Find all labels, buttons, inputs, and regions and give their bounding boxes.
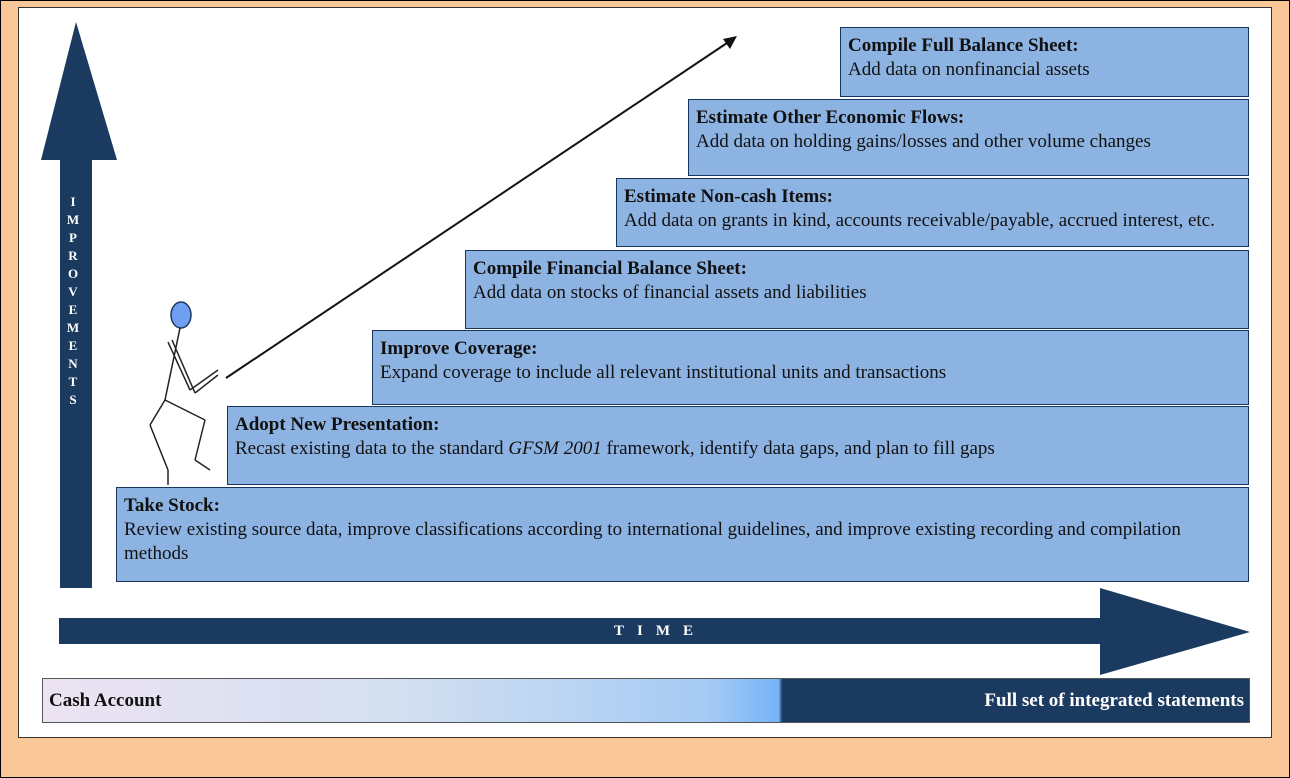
- step-estimate-other-economic-flows: Estimate Other Economic Flows: Add data …: [688, 99, 1249, 176]
- step-description: Add data on stocks of financial assets a…: [473, 282, 867, 303]
- step-compile-financial-balance-sheet: Compile Financial Balance Sheet: Add dat…: [465, 250, 1249, 329]
- stick-figure-icon: [149, 301, 219, 485]
- time-arrow: [59, 588, 1250, 675]
- time-label: TIME: [613, 623, 706, 639]
- cash-account-label: Cash Account: [49, 690, 162, 711]
- improvements-arrow: [41, 22, 117, 588]
- step-title: Adopt New Presentation:: [235, 414, 440, 435]
- step-description: Review existing source data, improve cla…: [124, 519, 1181, 564]
- trajectory-arrow-line: [225, 42, 728, 379]
- step-compile-full-balance-sheet: Compile Full Balance Sheet: Add data on …: [840, 27, 1249, 97]
- step-title: Compile Full Balance Sheet:: [848, 35, 1079, 56]
- trajectory-arrow-head: [723, 36, 737, 49]
- step-title: Improve Coverage:: [380, 338, 538, 359]
- step-improve-coverage: Improve Coverage: Expand coverage to inc…: [372, 330, 1249, 405]
- step-title: Take Stock:: [124, 495, 220, 516]
- step-title: Compile Financial Balance Sheet:: [473, 258, 747, 279]
- step-description: Recast existing data to the standard GFS…: [235, 438, 995, 459]
- step-description: Add data on holding gains/losses and oth…: [696, 131, 1151, 152]
- step-adopt-new-presentation: Adopt New Presentation: Recast existing …: [227, 406, 1249, 485]
- step-title: Estimate Non-cash Items:: [624, 186, 833, 207]
- step-description: Add data on grants in kind, accounts rec…: [624, 210, 1215, 231]
- step-estimate-non-cash-items: Estimate Non-cash Items: Add data on gra…: [616, 178, 1249, 247]
- step-take-stock: Take Stock: Review existing source data,…: [116, 487, 1249, 582]
- step-title: Estimate Other Economic Flows:: [696, 107, 965, 128]
- step-description: Expand coverage to include all relevant …: [380, 362, 947, 383]
- statement-spectrum-bar: [42, 678, 1250, 723]
- integrated-statements-label: Full set of integrated statements: [984, 690, 1244, 711]
- step-description: Add data on nonfinancial assets: [848, 59, 1090, 80]
- improvements-label: I M P R O V E M E N T S: [66, 194, 80, 407]
